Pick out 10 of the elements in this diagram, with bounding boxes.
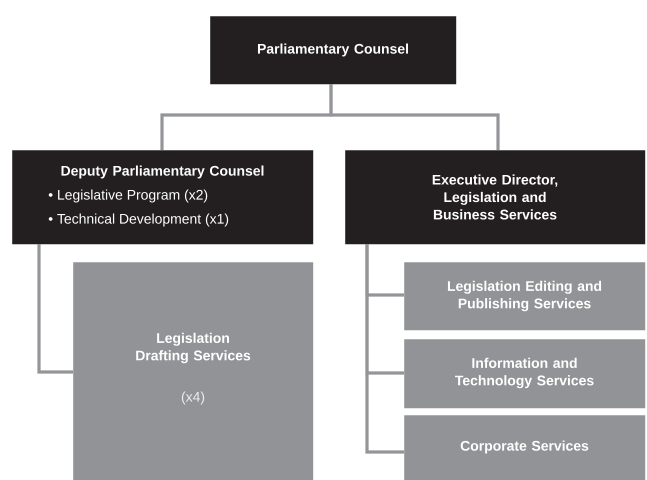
org-box: Parliamentary Counsel xyxy=(210,16,456,84)
connector-line xyxy=(37,244,73,374)
org-box: Information and Technology Services xyxy=(404,339,646,408)
org-box: Legislation Drafting Services (x4) xyxy=(73,262,314,480)
org-box: Legislation Editing and Publishing Services xyxy=(404,262,646,330)
connector-line xyxy=(329,84,500,150)
org-box: Deputy Parliamentary Counsel • Legislative Program (x2) • Technical Development (x1) xyxy=(12,150,314,244)
connector-line xyxy=(365,244,404,454)
org-box: Executive Director, Legislation and Business Services xyxy=(345,150,646,244)
org-box: Corporate Services xyxy=(404,415,646,480)
